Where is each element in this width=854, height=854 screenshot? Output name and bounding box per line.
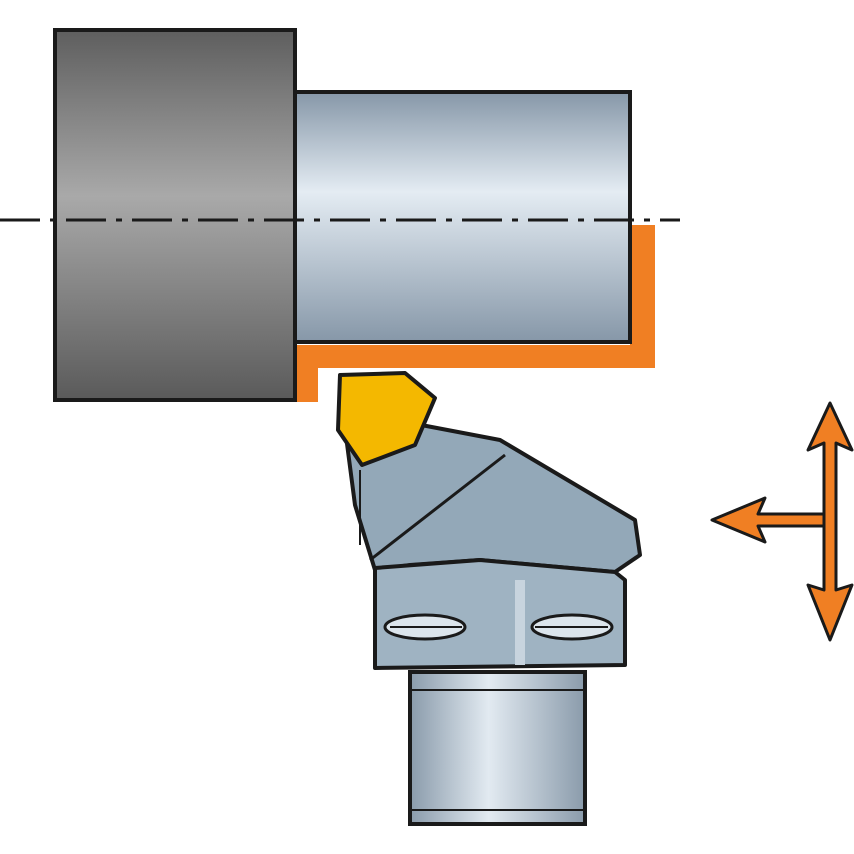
tool-body [373, 558, 627, 670]
machined-surface [295, 225, 655, 402]
arrow-up-down-icon [806, 401, 854, 642]
groove [515, 580, 525, 665]
tool-shank [408, 670, 587, 826]
workpiece-large-diameter [53, 28, 297, 402]
workpiece-small-diameter [293, 90, 632, 344]
cutting-insert [336, 371, 437, 467]
arrow-left-icon [710, 496, 826, 544]
clamp-line [369, 453, 506, 562]
feed-direction-arrows [710, 401, 854, 642]
